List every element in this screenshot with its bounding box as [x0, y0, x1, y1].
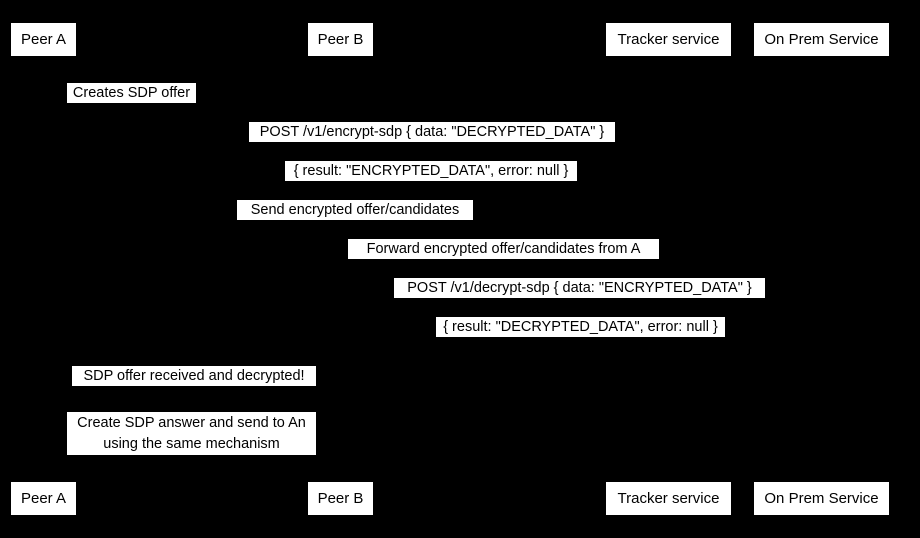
- participant-peer-b-top[interactable]: Peer B: [307, 22, 374, 57]
- message-label-create-sdp-answer: Create SDP answer and send to An using t…: [67, 412, 316, 455]
- message-label-post-encrypt-sdp: POST /v1/encrypt-sdp { data: "DECRYPTED_…: [249, 122, 615, 142]
- participant-on-prem-service-bottom[interactable]: On Prem Service: [753, 481, 890, 516]
- create-sdp-answer-line-2: using the same mechanism: [103, 436, 280, 452]
- arrow-decrypt-sdp-result: [340, 343, 821, 344]
- message-label-creates-sdp-offer: Creates SDP offer: [67, 83, 196, 103]
- arrow-send-encrypted-offer: [43, 226, 668, 227]
- message-label-send-encrypted-offer: Send encrypted offer/candidates: [237, 200, 473, 220]
- participant-tracker-service-bottom[interactable]: Tracker service: [605, 481, 732, 516]
- lifeline-tracker: [668, 57, 669, 481]
- arrow-post-encrypt-sdp: [43, 148, 821, 149]
- message-label-post-decrypt-sdp: POST /v1/decrypt-sdp { data: "ENCRYPTED_…: [394, 278, 765, 298]
- arrow-encrypt-sdp-result: [43, 187, 821, 188]
- participant-peer-b-bottom[interactable]: Peer B: [307, 481, 374, 516]
- participant-tracker-service-top[interactable]: Tracker service: [605, 22, 732, 57]
- lifeline-on-prem: [821, 57, 822, 481]
- message-label-encrypt-sdp-result: { result: "ENCRYPTED_DATA", error: null …: [285, 161, 577, 181]
- create-sdp-answer-line-1: Create SDP answer and send to An: [77, 415, 306, 431]
- message-label-decrypt-sdp-result: { result: "DECRYPTED_DATA", error: null …: [436, 317, 725, 337]
- lifeline-peer-a: [43, 57, 44, 481]
- message-label-sdp-offer-received: SDP offer received and decrypted!: [72, 366, 316, 386]
- lifeline-peer-b: [340, 57, 341, 481]
- arrow-forward-encrypted: [340, 265, 668, 266]
- participant-peer-a-bottom[interactable]: Peer A: [10, 481, 77, 516]
- participant-on-prem-service-top[interactable]: On Prem Service: [753, 22, 890, 57]
- participant-peer-a-top[interactable]: Peer A: [10, 22, 77, 57]
- message-label-forward-encrypted-offer: Forward encrypted offer/candidates from …: [348, 239, 659, 259]
- arrow-post-decrypt-sdp: [340, 304, 821, 305]
